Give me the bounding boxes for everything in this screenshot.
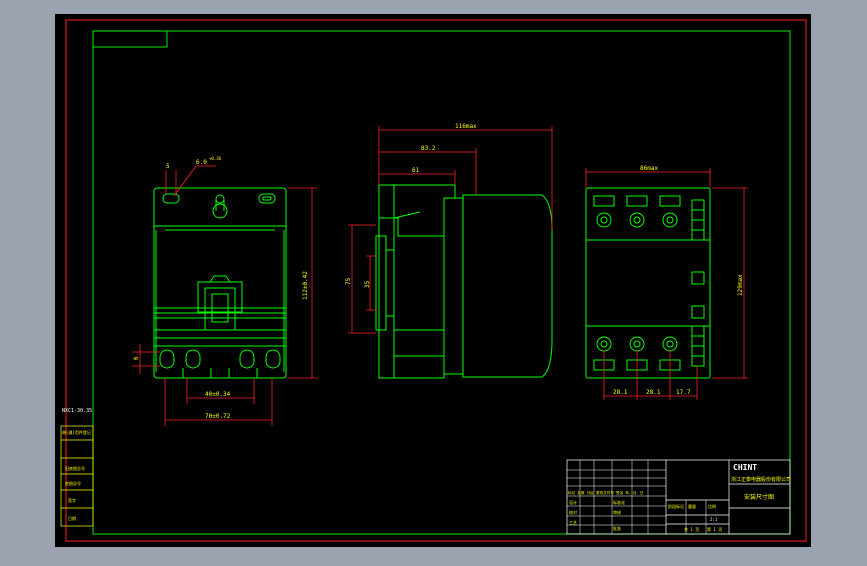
outer-frame xyxy=(65,19,807,542)
dim-front-side-small: 6 xyxy=(133,356,140,360)
dim-front-width-inner: 40±0.34 xyxy=(205,391,231,398)
title-block: CHINT 浙江正泰电器股份有限公司 安装尺寸图 标记 处数 分区 更改文件号 … xyxy=(566,459,791,535)
note-old-drawing: 旧底图总号 xyxy=(65,465,85,471)
dim-front-top-small: 5 xyxy=(166,163,170,170)
dim-front-width-outer: 70±0.72 xyxy=(205,413,231,420)
drawing-title: 安装尺寸图 xyxy=(744,493,774,501)
scale-value: 2:1 xyxy=(710,517,718,522)
note-signature: 签字 xyxy=(68,497,76,503)
revision-columns: 标记 处数 分区 更改文件号 签名 年、月、日 xyxy=(568,490,644,495)
side-view xyxy=(375,184,553,379)
row-craft: 工艺 xyxy=(569,520,577,525)
side-dimensions: 116max 83.2 61 75 35 xyxy=(345,123,553,334)
row-check: 校对 xyxy=(569,509,577,515)
dim-side-mid: 83.2 xyxy=(421,145,436,152)
front-dimensions: 5 6.0 +0.36 112±0.42 6 40±0.34 70±0.72 xyxy=(132,156,318,426)
company-name: 浙江正泰电器股份有限公司 xyxy=(731,476,791,483)
dim-rear-pitch-3: 17.7 xyxy=(676,389,691,396)
dim-rear-pitch-1: 28.1 xyxy=(613,389,628,396)
sheet-number: 第 1 页 xyxy=(707,526,722,532)
row-standard: 标准化 xyxy=(613,499,625,505)
dim-front-hole-tol: +0.36 xyxy=(209,156,222,161)
note-borrowed: 借(通)用件登记 xyxy=(62,429,91,435)
dim-rear-pitch-2: 28.1 xyxy=(646,389,661,396)
dim-front-hole-dia: 6.0 xyxy=(196,159,207,166)
dim-rear-height: 129max xyxy=(737,274,744,296)
scale-label: 比例 xyxy=(708,503,716,509)
row-review: 审核 xyxy=(613,509,621,515)
dim-side-height-a: 75 xyxy=(345,277,352,285)
dim-rear-width: 86max xyxy=(640,165,658,172)
rear-dimensions: 86max 129max 28.1 28.1 17.7 xyxy=(585,165,748,400)
brand-logo: CHINT xyxy=(733,463,757,472)
row-design: 设计 xyxy=(569,499,577,505)
note-drawing-no: 底图总号 xyxy=(65,480,81,486)
note-date: 日期 xyxy=(68,515,76,521)
inner-frame xyxy=(92,30,791,535)
stage-label: 阶段标记 xyxy=(668,503,684,509)
dim-side-total: 116max xyxy=(455,123,477,130)
left-notes-block: NXC1-30.35 借(通)用件登记 旧底图总号 底图总号 签字 日期 xyxy=(60,408,94,527)
dim-side-short: 61 xyxy=(412,167,420,174)
row-approve: 批准 xyxy=(613,525,621,531)
corner-tab xyxy=(92,30,168,48)
drawing-canvas xyxy=(55,14,811,547)
dim-front-height: 112±0.42 xyxy=(302,271,309,300)
dim-side-height-b: 35 xyxy=(364,280,371,288)
front-view xyxy=(153,187,287,379)
sheet-total: 共 1 页 xyxy=(684,526,699,532)
note-part-number: NXC1-30.35 xyxy=(62,408,92,414)
weight-label: 重量 xyxy=(688,503,696,509)
